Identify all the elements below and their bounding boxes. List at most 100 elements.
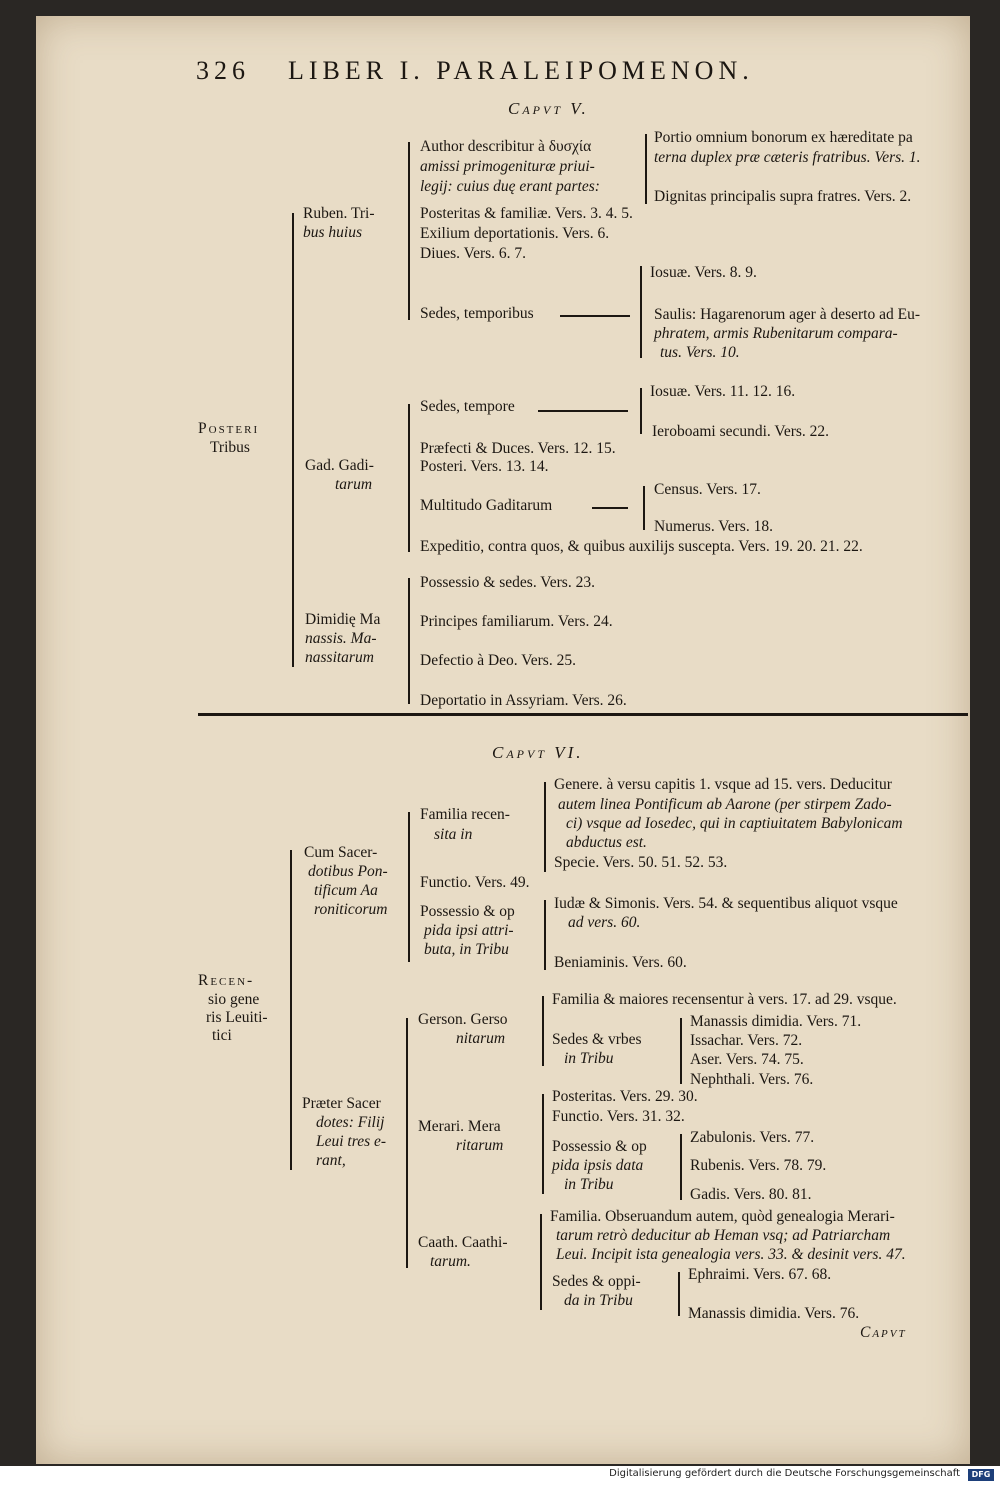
brace-gad-sedes bbox=[640, 388, 642, 434]
praeter-label-2: dotes: Filij bbox=[316, 1114, 385, 1131]
cum-genere-4: abductus est. bbox=[566, 834, 647, 851]
ruben-author: Author describitur à δυσχία bbox=[420, 138, 592, 155]
cum-possessio-2: pida ipsi attri- bbox=[424, 922, 514, 939]
ruben-portio: Portio omnium bonorum ex hæreditate pa bbox=[654, 129, 913, 146]
brace-gad-multitudo bbox=[643, 486, 645, 530]
root-recen-4: tici bbox=[212, 1027, 232, 1044]
praeter-label: Præter Sacer bbox=[302, 1095, 381, 1112]
gerson-tribe-2: Issachar. Vers. 72. bbox=[690, 1032, 803, 1049]
gerson-tribe-4: Nephthali. Vers. 76. bbox=[690, 1071, 814, 1088]
brace-ruben bbox=[408, 142, 410, 320]
gerson-label-2: nitarum bbox=[456, 1030, 506, 1047]
cum-familia: Familia recen- bbox=[420, 806, 510, 823]
footer-text: Digitalisierung gefördert durch die Deut… bbox=[609, 1468, 960, 1479]
chapter-divider bbox=[198, 713, 968, 716]
ruben-saulis: Saulis: Hagarenorum ager à deserto ad Eu… bbox=[654, 306, 920, 323]
root-recen: Recen- bbox=[198, 972, 255, 989]
cum-genere-3: ci) vsque ad Iosedec, qui in captiuitate… bbox=[566, 815, 903, 832]
brace-cum-familia bbox=[544, 782, 546, 872]
cum-label-4: roniticorum bbox=[314, 901, 388, 918]
cum-genere-2: autem linea Pontificum ab Aarone (per st… bbox=[558, 796, 892, 813]
ruben-portio-2: terna duplex præ cæteris fratribus. Vers… bbox=[654, 149, 921, 166]
caath-sedes-2: da in Tribu bbox=[564, 1292, 633, 1309]
praeter-label-4: rant, bbox=[316, 1152, 346, 1169]
brace-gerson-sedes bbox=[680, 1018, 682, 1084]
chapter-title-5: Capvt V. bbox=[508, 99, 589, 118]
cum-iudae: Iudæ & Simonis. Vers. 54. & sequentibus … bbox=[554, 895, 898, 912]
manasse-label-2: nassis. Ma- bbox=[305, 630, 377, 647]
cum-specie: Specie. Vers. 50. 51. 52. 53. bbox=[554, 854, 728, 871]
merari-label: Merari. Mera bbox=[418, 1118, 501, 1135]
cum-label-2: dotibus Pon- bbox=[308, 863, 388, 880]
merari-posteritas: Posteritas. Vers. 29. 30. bbox=[552, 1088, 698, 1105]
connector-gad-sedes bbox=[538, 410, 628, 412]
running-title: LIBER I. PARALEIPOMENON. bbox=[288, 56, 754, 85]
ruben-sedes: Sedes, temporibus bbox=[420, 305, 534, 322]
book-page bbox=[36, 16, 970, 1464]
merari-tribe-3: Gadis. Vers. 80. 81. bbox=[690, 1186, 812, 1203]
ruben-dignitas: Dignitas principalis supra fratres. Vers… bbox=[654, 188, 912, 205]
merari-tribe-1: Zabulonis. Vers. 77. bbox=[690, 1129, 815, 1146]
connector-ruben-sedes bbox=[560, 315, 630, 317]
cum-familia-2: sita in bbox=[434, 826, 473, 843]
gad-label-2: tarum bbox=[335, 476, 373, 493]
manasse-label-3: nassitarum bbox=[305, 649, 374, 666]
cum-label: Cum Sacer- bbox=[304, 844, 378, 861]
gerson-tribe-3: Aser. Vers. 74. 75. bbox=[690, 1051, 804, 1068]
merari-tribe-2: Rubenis. Vers. 78. 79. bbox=[690, 1157, 827, 1174]
gad-ieroboami: Ieroboami secundi. Vers. 22. bbox=[652, 423, 830, 440]
brace-manasse bbox=[408, 578, 410, 704]
root-posteri: Posteri bbox=[198, 420, 260, 437]
brace-merari-possessio bbox=[680, 1134, 682, 1200]
cum-genere: Genere. à versu capitis 1. vsque ad 15. … bbox=[554, 776, 892, 793]
brace-caath bbox=[540, 1214, 542, 1310]
ruben-author-3: legij: cuius duę erant partes: bbox=[420, 178, 600, 195]
merari-possessio-2: pida ipsis data bbox=[552, 1157, 644, 1174]
connector-gad-multitudo bbox=[592, 507, 628, 509]
catchword: Capvt bbox=[860, 1324, 907, 1341]
gad-numerus: Numerus. Vers. 18. bbox=[654, 518, 773, 535]
ruben-diues: Diues. Vers. 6. 7. bbox=[420, 245, 527, 262]
brace-gad bbox=[408, 404, 410, 552]
cum-possessio-3: buta, in Tribu bbox=[424, 941, 509, 958]
brace-gerson bbox=[542, 996, 544, 1066]
merari-label-2: ritarum bbox=[456, 1137, 504, 1154]
ruben-saulis-3: tus. Vers. 10. bbox=[660, 344, 740, 361]
gerson-familia: Familia & maiores recensentur à vers. 17… bbox=[552, 991, 897, 1008]
brace-praeter bbox=[406, 1018, 408, 1268]
ruben-iosuae: Iosuæ. Vers. 8. 9. bbox=[650, 264, 757, 281]
cum-beniamin: Beniaminis. Vers. 60. bbox=[554, 954, 687, 971]
root-tribus: Tribus bbox=[210, 439, 250, 456]
root-recen-3: ris Leuiti- bbox=[206, 1009, 268, 1026]
gad-iosuae: Iosuæ. Vers. 11. 12. 16. bbox=[650, 383, 796, 400]
manasse-defectio: Defectio à Deo. Vers. 25. bbox=[420, 652, 576, 669]
praeter-label-3: Leui tres e- bbox=[316, 1133, 387, 1150]
gad-census: Census. Vers. 17. bbox=[654, 481, 761, 498]
manasse-principes: Principes familiarum. Vers. 24. bbox=[420, 613, 613, 630]
gerson-sedes: Sedes & vrbes bbox=[552, 1031, 642, 1048]
cum-iudae-2: ad vers. 60. bbox=[568, 914, 641, 931]
brace-cum bbox=[408, 812, 410, 962]
footer-bar: Digitalisierung gefördert durch die Deut… bbox=[0, 1466, 1000, 1485]
caath-sedes: Sedes & oppi- bbox=[552, 1273, 641, 1290]
brace-recensio bbox=[290, 850, 292, 1170]
gad-label: Gad. Gadi- bbox=[305, 457, 374, 474]
page-number: 326 bbox=[196, 56, 250, 85]
brace-cum-possessio bbox=[544, 900, 546, 970]
cum-label-3: tificum Aa bbox=[314, 882, 378, 899]
gad-expeditio: Expeditio, contra quos, & quibus auxilij… bbox=[420, 538, 863, 555]
gad-praefecti: Præfecti & Duces. Vers. 12. 15. bbox=[420, 440, 616, 457]
brace-caath-sedes bbox=[678, 1272, 680, 1316]
gad-sedes: Sedes, tempore bbox=[420, 398, 515, 415]
ruben-label: Ruben. Tri- bbox=[303, 205, 375, 222]
caath-label: Caath. Caathi- bbox=[418, 1234, 508, 1251]
caath-familia-2: tarum retrò deducitur ab Heman vsq; ad P… bbox=[556, 1227, 891, 1244]
merari-functio: Functio. Vers. 31. 32. bbox=[552, 1108, 685, 1125]
caath-familia-3: Leui. Incipit ista genealogia vers. 33. … bbox=[556, 1246, 906, 1263]
manasse-possessio: Possessio & sedes. Vers. 23. bbox=[420, 574, 595, 591]
ruben-author-2: amissi primogenituræ priui- bbox=[420, 158, 595, 175]
ruben-saulis-2: phratem, armis Rubenitarum compara- bbox=[654, 325, 898, 342]
manasse-deportatio: Deportatio in Assyriam. Vers. 26. bbox=[420, 692, 627, 709]
brace-ruben-sedes bbox=[640, 266, 642, 358]
brace-posteri bbox=[292, 213, 294, 667]
